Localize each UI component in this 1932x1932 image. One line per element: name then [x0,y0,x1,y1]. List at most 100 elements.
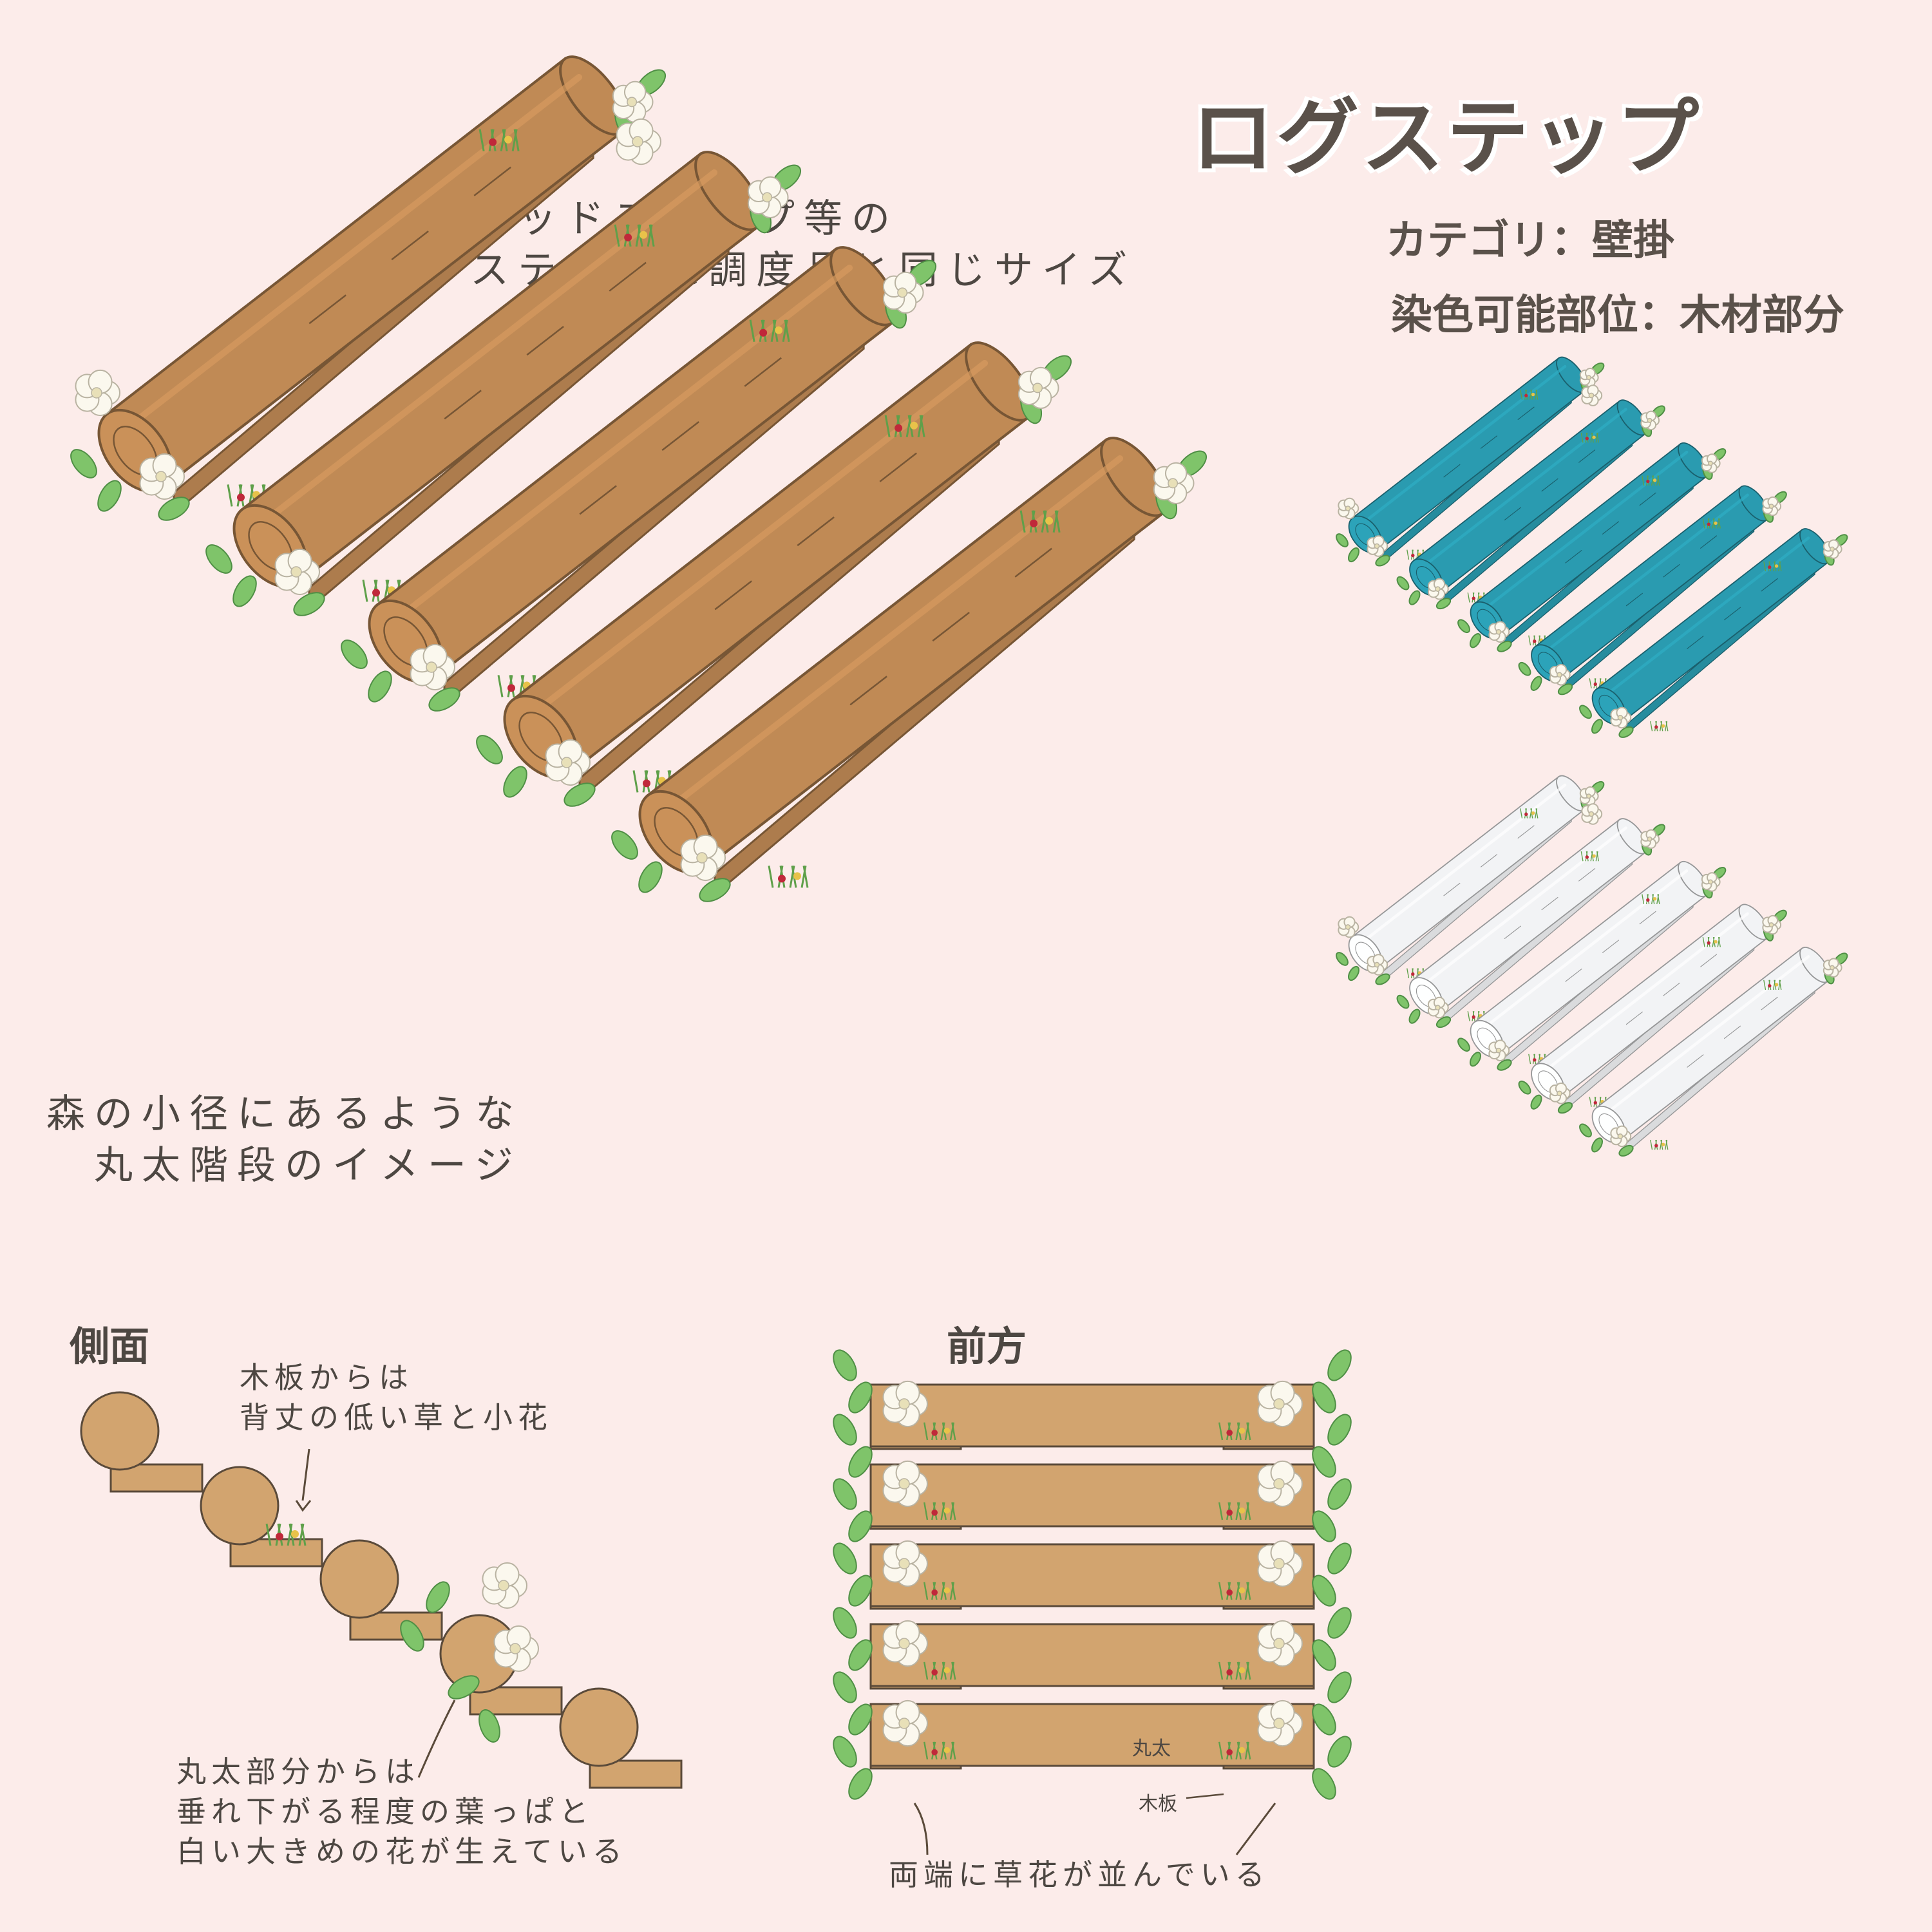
white-flower-icon [1823,539,1842,559]
white-flower-icon [75,369,120,417]
log-highlight [1600,536,1810,699]
log-grain [1578,450,1596,463]
white-flower-icon [1367,954,1388,976]
leaf-icon [848,1639,873,1671]
white-flower-icon [882,1700,928,1747]
white-flower-icon [1701,453,1721,473]
leaf-icon [1457,1037,1470,1052]
leaf-icon [1327,1607,1352,1639]
log-grain [1578,868,1596,882]
leaf-icon [400,1620,424,1652]
log-grain [1504,925,1522,940]
log-highlight [117,73,583,436]
log-grain [1687,1054,1704,1068]
log-grain [1602,521,1620,535]
log-grain [1723,607,1741,621]
white-flower-icon [482,1562,527,1609]
leaf-icon [503,766,527,798]
leaf-icon [1327,1671,1352,1703]
leaf-icon [1312,1639,1336,1671]
leaf-icon [70,449,97,478]
leaf-icon [476,735,503,764]
leaf-icon [1618,726,1634,738]
leaf-icon [1336,533,1349,547]
white-flower-icon [139,453,185,500]
grass-tuft-icon [1218,1502,1251,1520]
log-grain [1663,982,1680,996]
log-grain [1639,911,1656,925]
log-highlight [523,359,989,722]
white-flower-icon [1257,1380,1303,1428]
category-label: カテゴリ：壁掛 [1386,217,1674,265]
side-log [200,1466,279,1546]
plank-arrowhead [295,1500,312,1512]
grass-tuft-icon [1702,937,1721,947]
plank-note: 木板からは 背丈の低い草と小花 [240,1360,553,1435]
log-grain [1443,882,1461,896]
white-flower-icon [1762,914,1782,935]
log-grain [1639,492,1656,506]
white-flower-icon [1581,384,1603,406]
grass-tuft-icon [265,1523,307,1546]
grass-tuft-icon [1218,1422,1251,1441]
white-flower-icon [1610,1125,1632,1148]
grass-tuft-icon [923,1662,956,1680]
leaf-icon [368,670,392,703]
leaf-icon [1470,1052,1481,1067]
front-log [869,1703,1315,1767]
side-log [559,1687,639,1767]
log-grain [526,325,564,356]
side-log [319,1539,399,1619]
leaf-icon [1348,547,1359,563]
label-plank: 木板 [1139,1793,1177,1815]
log-grain [1541,896,1558,911]
log-grain [444,390,482,420]
log-grain [1504,507,1522,521]
front-view-heading: 前方 [947,1323,1027,1370]
log-grain [1014,547,1052,578]
log-grain [1761,578,1778,592]
leaf-icon [848,1381,873,1414]
leaf-icon [1557,1102,1573,1114]
leaf-icon [1579,705,1592,719]
log-highlight [388,264,853,627]
grass-tuft-icon [884,415,925,438]
white-flower-icon [1257,1460,1303,1508]
log-highlight [1540,912,1749,1075]
white-flower-icon [1579,368,1599,388]
leaf-icon [1497,640,1512,652]
leaf-icon [1518,661,1531,676]
log-grain [1700,535,1718,549]
white-flower-icon [1488,1039,1510,1062]
log-grain [1517,406,1535,421]
grass-tuft-icon [1218,1662,1251,1680]
grass-tuft-icon [478,129,520,152]
log-grain [1541,478,1558,492]
leaf-icon [833,1607,857,1639]
leaf-icon [1327,1542,1352,1575]
leaf-icon [848,1446,873,1478]
log-grain [1700,954,1718,967]
leaf-icon [833,1349,857,1381]
log-grain [1443,464,1461,478]
leaf-icon [1435,598,1452,610]
log-grain [1761,996,1778,1010]
log-arrow [417,1700,456,1778]
white-flower-icon [1701,872,1721,892]
log-grain [473,166,511,196]
leaf-icon [1396,994,1410,1009]
leaf-icon [833,1671,857,1703]
log-highlight [1479,869,1689,1032]
log-grain [1625,1011,1643,1025]
white-flower-icon [680,834,726,882]
white-flower-icon [1640,829,1660,849]
leaf-icon [1591,719,1603,734]
leaf-icon [638,861,663,893]
front-log [869,1623,1315,1687]
leaf-icon [1408,590,1421,605]
leaf-icon [478,1709,500,1743]
log-grain [1480,435,1498,449]
leaf-icon [448,1675,480,1700]
